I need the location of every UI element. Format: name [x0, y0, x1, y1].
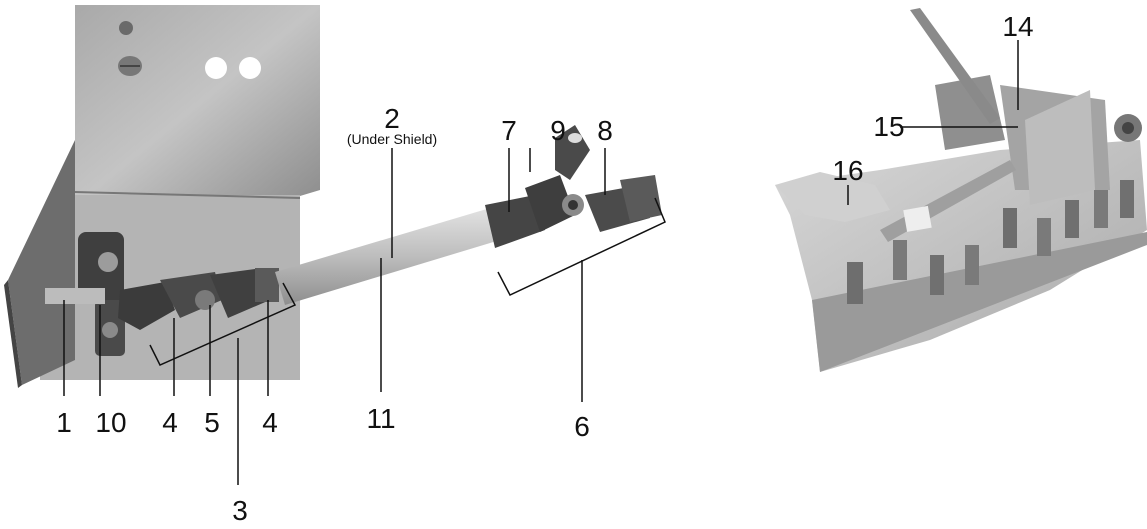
- callout-10: 10: [95, 407, 126, 438]
- callout-15: 15: [873, 111, 904, 142]
- callout-16: 16: [832, 155, 863, 186]
- callout-1: 1: [56, 407, 72, 438]
- leader-lines-left: [63, 148, 666, 485]
- callout-2: 2: [384, 103, 400, 134]
- callout-3: 3: [232, 495, 248, 526]
- callout-11: 11: [366, 403, 395, 434]
- callout-8: 8: [597, 115, 613, 146]
- callout-4-left: 4: [162, 407, 178, 438]
- callout-9: 9: [550, 115, 566, 146]
- leader-lines-right: [847, 40, 1019, 205]
- callout-7: 7: [501, 115, 517, 146]
- driveline-photo: [4, 5, 662, 388]
- callout-5: 5: [204, 407, 220, 438]
- callout-labels-right: 14 15 16: [832, 11, 1033, 186]
- callout-4-right: 4: [262, 407, 278, 438]
- callout-14: 14: [1002, 11, 1033, 42]
- callout-labels-left: 1 10 4 5 4 3 11 2 (Under Shield) 7 9 8 6: [56, 103, 613, 526]
- callout-6: 6: [574, 411, 590, 442]
- deck-photo: [775, 8, 1147, 372]
- callout-2-note: (Under Shield): [347, 131, 437, 147]
